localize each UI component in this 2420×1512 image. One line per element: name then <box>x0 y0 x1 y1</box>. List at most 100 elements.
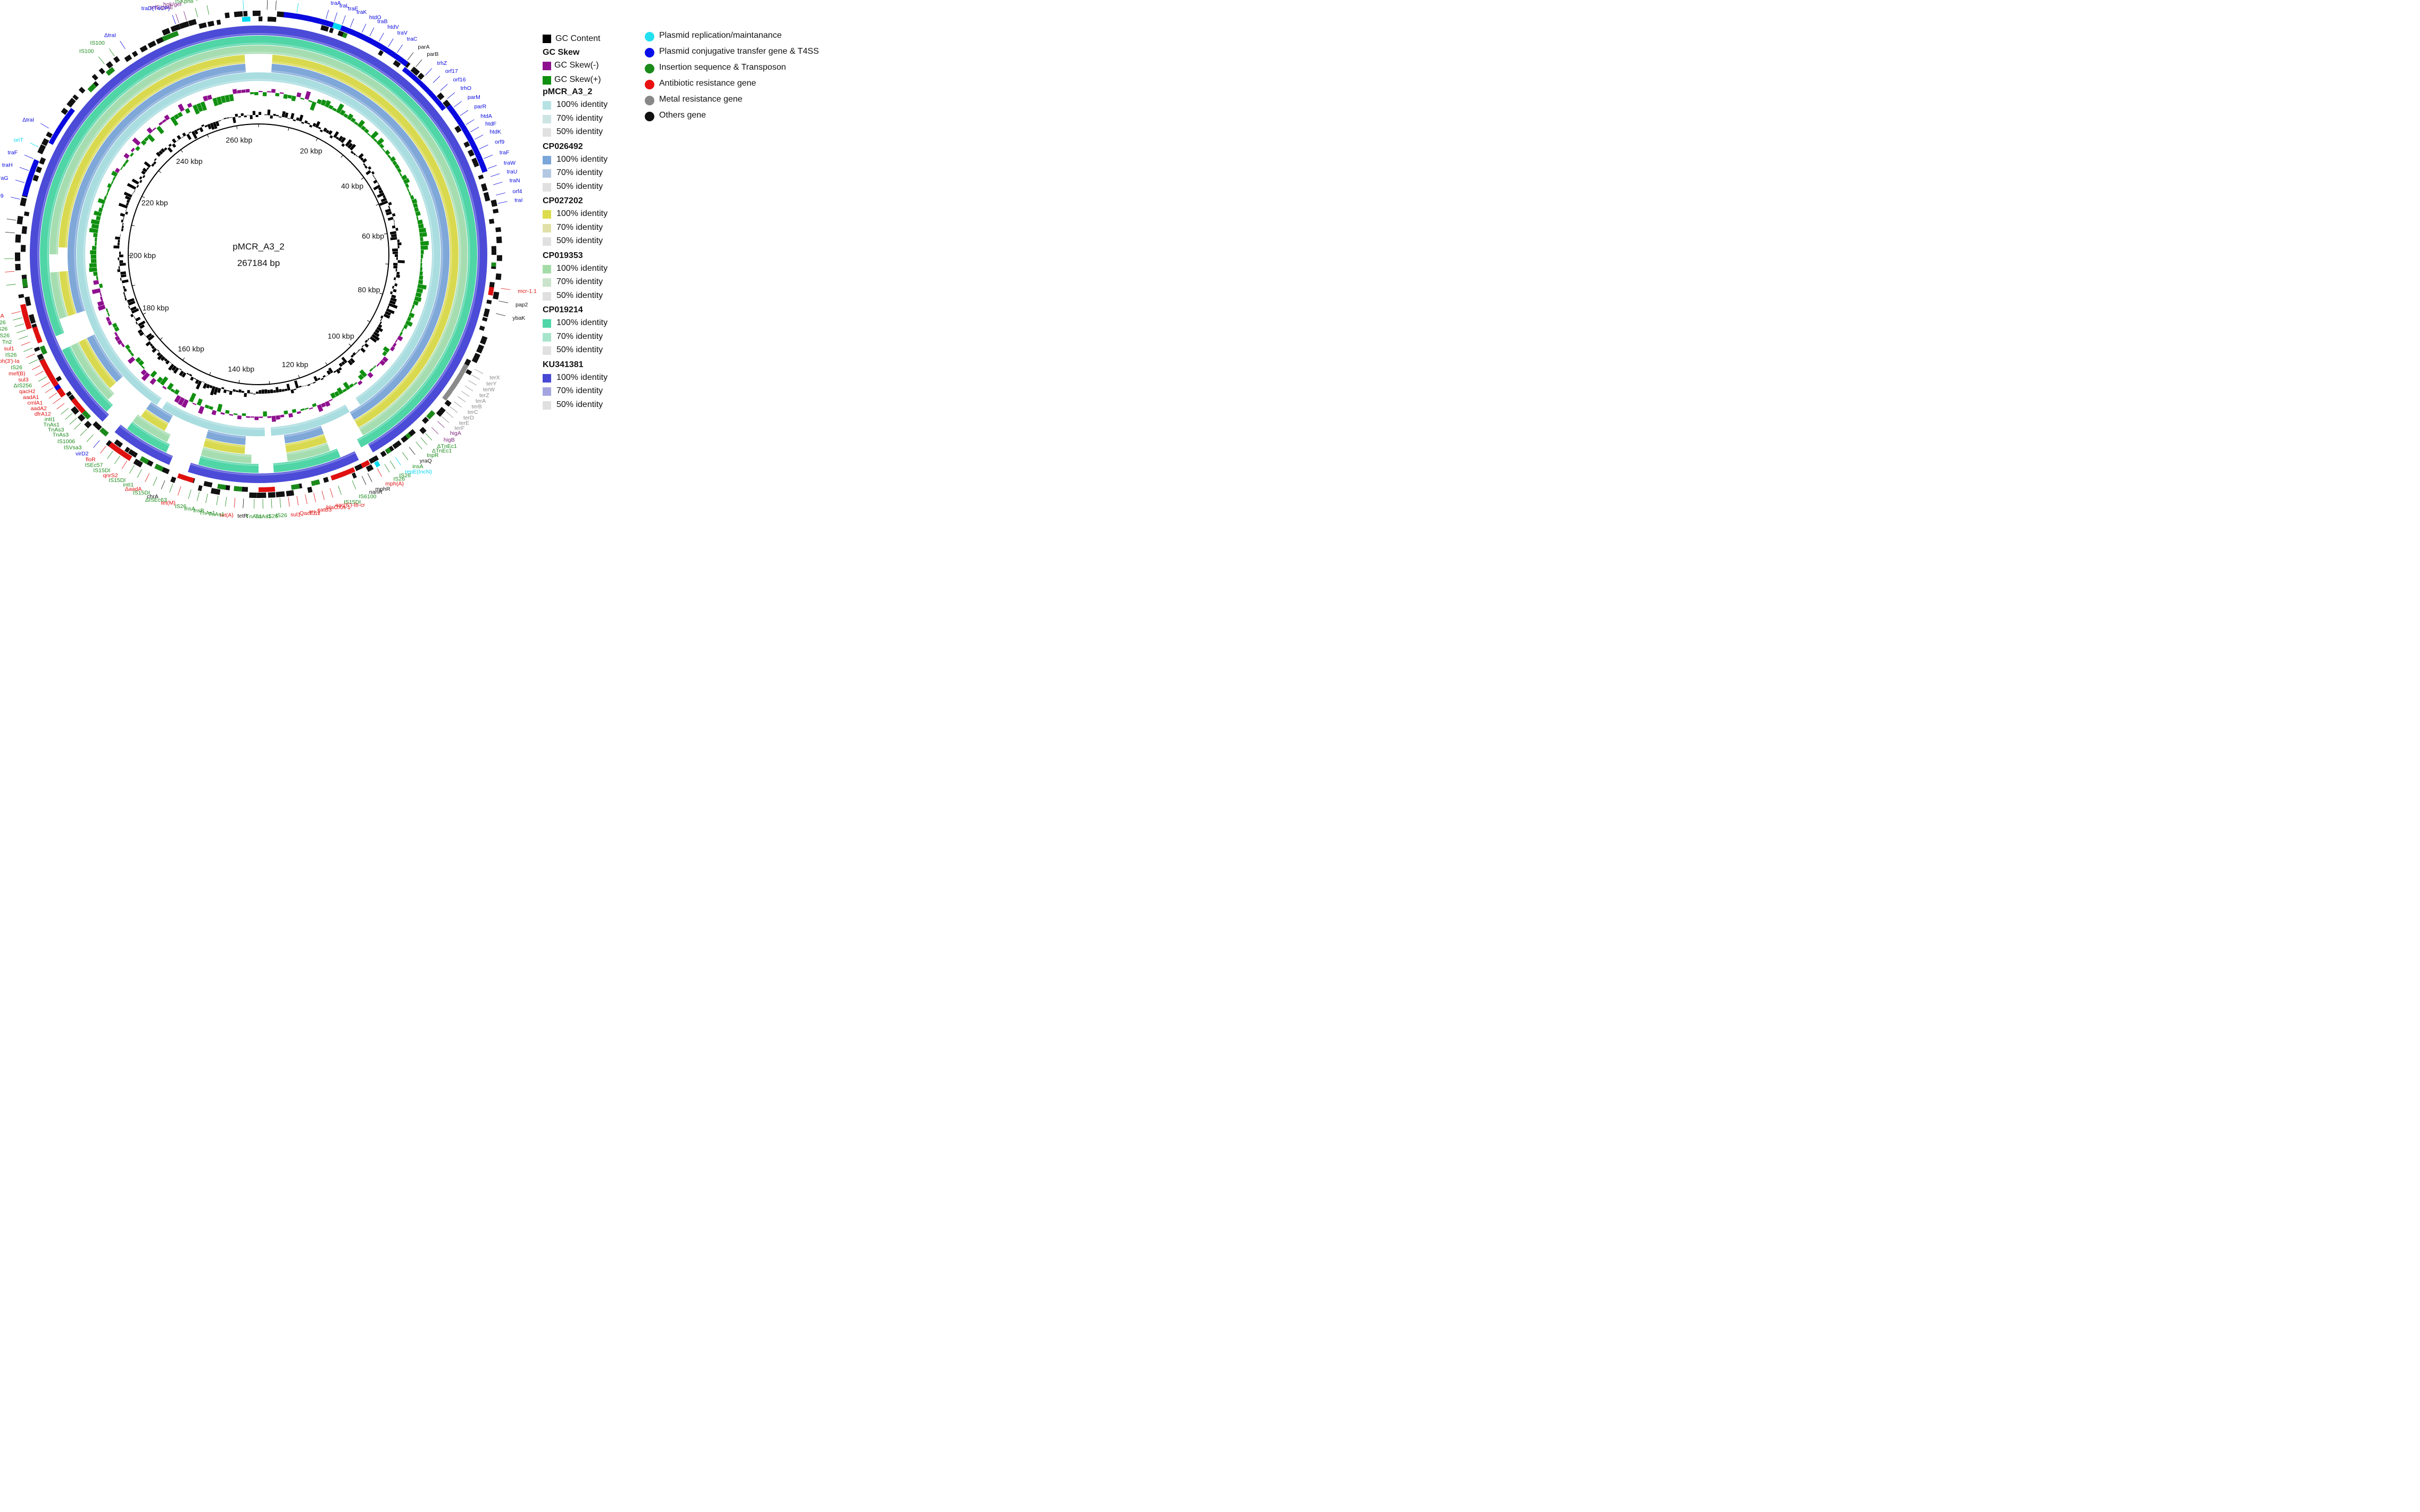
gc-content-bar <box>118 257 120 261</box>
gc-skew-bar <box>100 296 103 301</box>
gc-skew-bar <box>353 382 357 386</box>
gc-skew-pos-bar <box>379 143 385 149</box>
gc-skew-bar <box>178 103 185 112</box>
ring-segment <box>286 443 330 462</box>
gene-label: sul3 <box>18 377 28 383</box>
gene-label-group: aadA2 <box>31 398 61 412</box>
gene-label: traF <box>500 149 510 156</box>
ring-highlight <box>200 456 259 466</box>
gene-label: ISVsa3 <box>64 445 82 451</box>
gene-label-group: terC <box>454 401 478 416</box>
tick-label: 260 kbp <box>226 136 252 144</box>
gc-content-bar <box>255 115 259 118</box>
ring-segment <box>127 421 170 453</box>
leader-line <box>407 52 414 61</box>
gc-content-bar <box>168 363 174 371</box>
gc-content-bar <box>396 257 398 260</box>
gene-label: ΔIS256 <box>13 383 32 389</box>
gene-others <box>34 346 40 352</box>
gc-skew-bar <box>275 93 280 97</box>
gene-label-group: tetR <box>237 499 248 519</box>
gc-skew-bar <box>192 402 197 405</box>
gene-label: IS26 <box>175 503 187 510</box>
tick-label: 220 kbp <box>142 198 168 207</box>
leader-line <box>100 445 106 454</box>
gc-content-bar <box>347 143 353 149</box>
gene-others <box>198 22 207 29</box>
gc-content-bar <box>290 113 295 120</box>
gene-label: intI1 <box>123 481 134 488</box>
leader-line <box>296 496 299 506</box>
gc-skew-pos-bar <box>394 164 400 170</box>
gene-others <box>249 492 257 498</box>
ring-segment <box>206 429 246 445</box>
gc-skew-bar <box>105 317 111 322</box>
gene-others <box>493 209 499 214</box>
gc-skew-pos-bar <box>339 109 346 116</box>
gc-content-bar <box>397 245 400 248</box>
gc-skew-bar <box>220 412 225 415</box>
leader-line <box>313 493 316 502</box>
legend-group-title: CP026492 <box>543 142 583 151</box>
gc-content-bar <box>120 274 127 278</box>
gene-label: traN <box>510 177 520 184</box>
gc-content-bar <box>121 219 124 223</box>
gene-others <box>369 455 379 464</box>
gc-skew-pos-bar <box>408 312 415 318</box>
gene-others <box>286 490 294 496</box>
gc-content-bar <box>287 118 290 119</box>
gc-skew-pos-bar <box>364 128 369 134</box>
gc-skew-bar <box>173 114 180 120</box>
gene-label-group: dfrA12 <box>35 403 65 418</box>
gc-skew-pos-bar <box>325 100 331 108</box>
tick-label: 20 kbp <box>300 147 322 155</box>
gc-content-bar <box>172 143 177 148</box>
gc-skew-pos-bar <box>93 232 98 238</box>
gc-skew-pos-bar <box>93 271 98 276</box>
gene-label-group: aadA1 <box>23 387 54 401</box>
backbone-tick <box>376 204 379 206</box>
gene-others <box>486 300 492 304</box>
leader-line <box>384 464 390 472</box>
gene-others <box>113 56 120 63</box>
ring-segment <box>79 338 117 388</box>
gc-content-bar <box>191 131 198 139</box>
gene-others <box>15 252 21 261</box>
gc-skew-bar <box>232 89 237 94</box>
leader-line <box>93 440 100 448</box>
gene-label: qacH2 <box>19 388 36 395</box>
gc-skew-pos-bar <box>420 258 422 263</box>
plasmid-name: pMCR_A3_2 <box>232 242 284 252</box>
gc-skew-bar <box>229 94 234 102</box>
gene-others <box>46 131 53 138</box>
gene-label-group: ΔTnEc1 <box>420 437 452 454</box>
gc-content-bar <box>385 311 392 316</box>
gc-content-bar <box>395 269 397 272</box>
gene-label-group: traL <box>334 3 349 22</box>
gc-content-bar <box>397 260 405 263</box>
gene-label-group: orf169 <box>0 193 20 200</box>
gene-others <box>496 255 502 261</box>
gene-others <box>392 440 402 450</box>
gc-content-bar <box>281 389 285 392</box>
gc-content-bar <box>397 242 402 246</box>
gc-skew-bar <box>147 134 155 143</box>
gc-content-bar <box>323 127 328 132</box>
gc-skew-bar <box>121 343 125 347</box>
gene-label-group: chrA <box>147 480 165 500</box>
identity-label: 70% identity <box>556 386 603 395</box>
identity-swatch <box>543 333 551 342</box>
identity-swatch <box>543 223 551 232</box>
gc-skew-pos-bar <box>90 250 97 254</box>
gene-others <box>408 429 416 437</box>
gene-others <box>210 488 221 495</box>
gc-skew-bar <box>192 104 200 115</box>
gc-skew-bar <box>181 398 189 408</box>
ring-segment <box>201 447 252 463</box>
gc-skew-pos-bar <box>381 148 386 152</box>
gc-content-bar <box>394 283 398 287</box>
leader-line <box>461 391 470 397</box>
leader-line <box>11 197 20 200</box>
gene-label-group: insC <box>275 1 277 11</box>
gc-content-bar <box>127 298 135 303</box>
